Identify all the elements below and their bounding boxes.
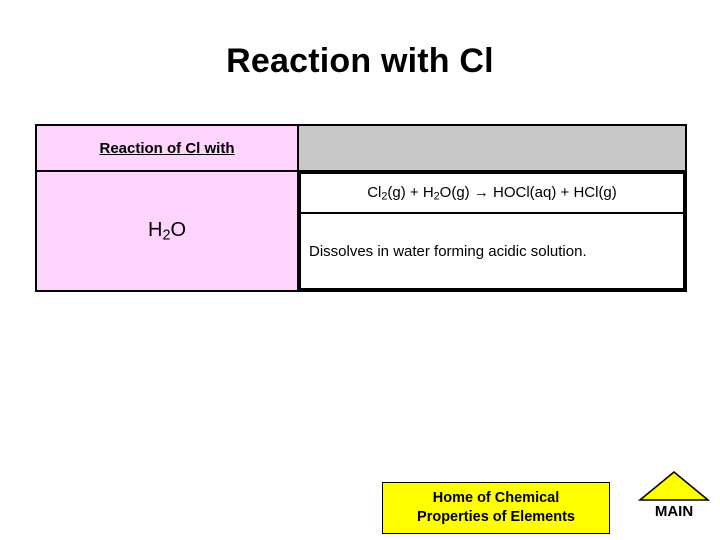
- equation-sub-2: 2: [433, 190, 440, 203]
- page-title: Reaction with Cl: [226, 42, 494, 80]
- table-row: H2O Cl2(g) + H2O(g) → HOCl(aq) + HCl(g) …: [35, 170, 687, 292]
- table-header-left-label: Reaction of Cl with: [99, 139, 235, 157]
- equation-cell: Cl2(g) + H2O(g) → HOCl(aq) + HCl(g): [299, 172, 685, 214]
- home-of-chemical-properties-button[interactable]: Home of Chemical Properties of Elements: [382, 482, 610, 534]
- equation-row: Cl2(g) + H2O(g) → HOCl(aq) + HCl(g): [299, 172, 685, 214]
- home-button-line2: Properties of Elements: [417, 509, 575, 525]
- main-button-label: MAIN: [654, 503, 694, 520]
- home-button-line1: Home of Chemical: [432, 490, 560, 507]
- equation-text: Cl2(g) + H2O(g) → HOCl(aq) + HCl(g): [367, 183, 617, 203]
- substance-main: H: [147, 218, 163, 241]
- reaction-detail-table: Cl2(g) + H2O(g) → HOCl(aq) + HCl(g) Diss…: [299, 172, 685, 290]
- equation-part-1: Cl: [367, 183, 382, 201]
- table-header-right-cell: [297, 124, 687, 172]
- table-header-row: Reaction of Cl with: [35, 124, 687, 172]
- reaction-detail-cell: Cl2(g) + H2O(g) → HOCl(aq) + HCl(g) Diss…: [297, 170, 687, 292]
- reaction-table: Reaction of Cl with H2O Cl2(g) + H2O(g) …: [35, 124, 687, 292]
- description-row: Dissolves in water forming acidic soluti…: [299, 212, 685, 290]
- up-arrow-icon[interactable]: [638, 470, 710, 502]
- description-cell: Dissolves in water forming acidic soluti…: [299, 212, 685, 290]
- equation-part-2: (g) + H: [387, 183, 434, 201]
- substance-sub: 2: [162, 227, 171, 244]
- substance-tail: O: [170, 218, 187, 241]
- equation-part-3: O(g) → HOCl(aq) + HCl(g): [439, 183, 617, 201]
- substance-label: H2O: [147, 218, 187, 244]
- equation-sub-1: 2: [381, 190, 388, 203]
- main-navigation-button[interactable]: MAIN: [636, 470, 712, 532]
- table-header-left-cell: Reaction of Cl with: [35, 124, 299, 172]
- substance-cell: H2O: [35, 170, 299, 292]
